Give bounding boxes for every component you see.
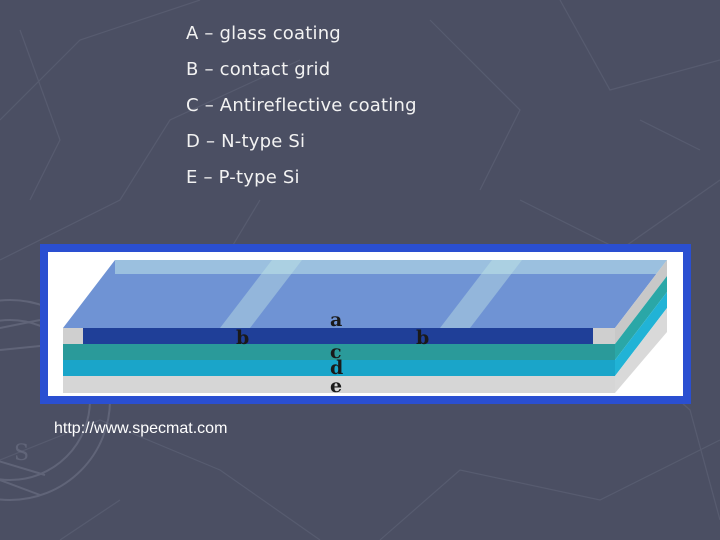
p-type-layer-front xyxy=(63,376,615,393)
grid-layer-side xyxy=(615,260,667,344)
label-b-left: b xyxy=(236,327,249,349)
layer-legend: A – glass coating B – contact grid C – A… xyxy=(186,20,417,200)
n-type-layer-front xyxy=(63,360,615,376)
legend-item-contact-grid: B – contact grid xyxy=(186,59,331,80)
solar-cell-diagram: a b b c d e xyxy=(40,244,691,404)
label-d: d xyxy=(330,357,343,379)
grid-bar-right xyxy=(593,328,615,344)
label-e: e xyxy=(330,375,342,397)
legend-item-n-type: D – N-type Si xyxy=(186,131,306,152)
legend-item-antireflective: C – Antireflective coating xyxy=(186,95,417,116)
n-type-layer-side xyxy=(615,292,667,376)
antireflective-layer-side xyxy=(615,276,667,360)
label-b-right: b xyxy=(416,327,429,349)
antireflective-layer-front xyxy=(63,344,615,360)
label-a: a xyxy=(330,309,342,331)
glass-top-face xyxy=(63,260,667,328)
grid-layer-front xyxy=(63,328,615,344)
svg-text:S: S xyxy=(14,441,29,466)
grid-bar-left xyxy=(63,328,83,344)
p-type-layer-side xyxy=(615,308,667,393)
glass-back-edge xyxy=(115,260,667,274)
source-url: http://www.specmat.com xyxy=(54,420,228,437)
glass-streak-right xyxy=(440,260,522,328)
label-c: c xyxy=(330,341,342,363)
legend-item-glass: A – glass coating xyxy=(186,23,341,44)
glass-streak-left xyxy=(220,260,302,328)
legend-item-p-type: E – P-type Si xyxy=(186,167,300,188)
